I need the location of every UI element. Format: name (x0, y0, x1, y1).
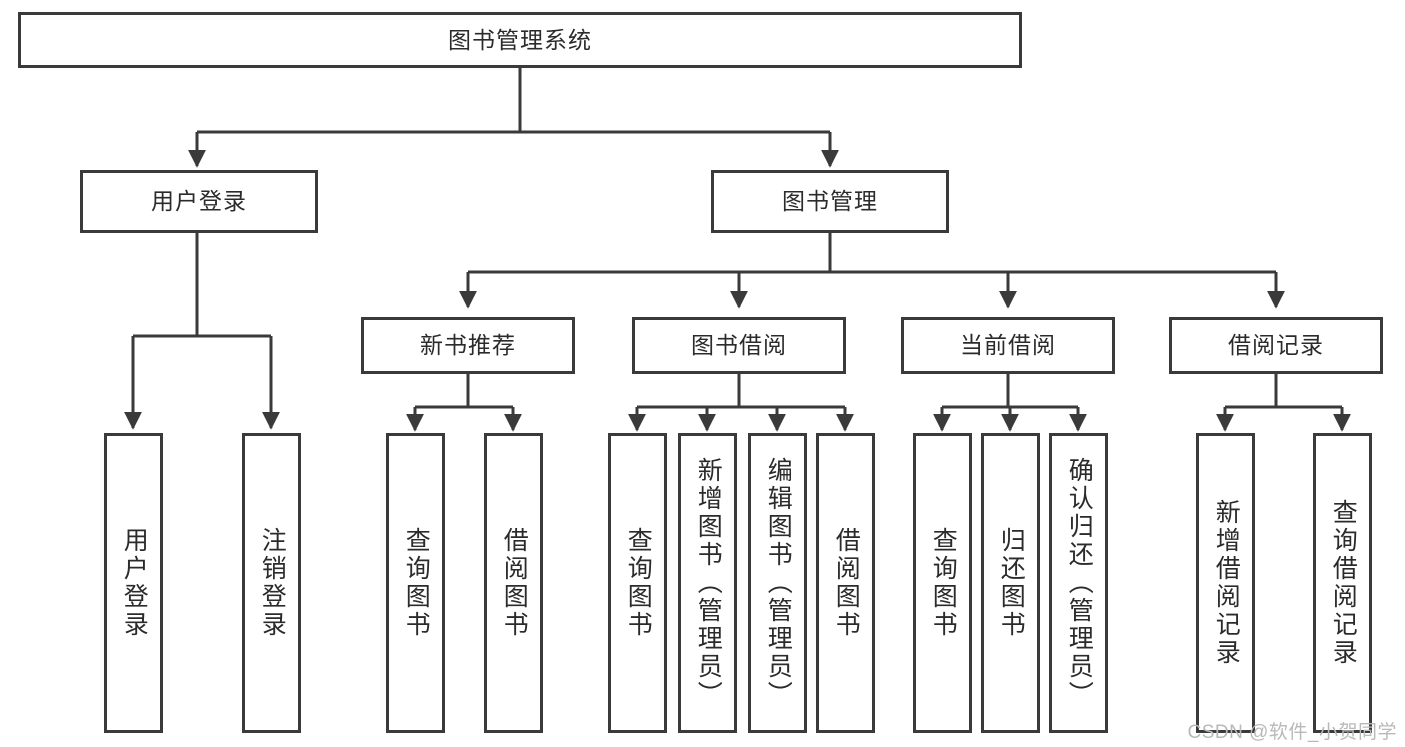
node-borrow-record[interactable]: 借阅记录 (1169, 317, 1383, 374)
node-new-book-recommend-label: 新书推荐 (420, 332, 516, 359)
node-book-borrow-label: 图书借阅 (691, 332, 787, 359)
node-leaf-query-book-2[interactable]: 查询图书 (608, 433, 667, 733)
node-leaf-add-borrow-record[interactable]: 新增借阅记录 (1196, 433, 1255, 733)
node-leaf-return-book-label: 归还图书 (997, 527, 1026, 639)
node-leaf-query-book-3[interactable]: 查询图书 (913, 433, 972, 733)
csdn-watermark: CSDN @软件_小贺同学 (1187, 722, 1397, 743)
node-root[interactable]: 图书管理系统 (18, 12, 1022, 68)
node-current-borrow[interactable]: 当前借阅 (901, 317, 1115, 374)
node-leaf-query-book-1-label: 查询图书 (402, 527, 431, 639)
node-borrow-record-label: 借阅记录 (1228, 332, 1324, 359)
node-leaf-query-borrow-record[interactable]: 查询借阅记录 (1313, 433, 1372, 733)
node-leaf-borrow-book-2-label: 借阅图书 (832, 527, 861, 639)
node-leaf-query-book-2-label: 查询图书 (624, 527, 653, 639)
node-book-borrow[interactable]: 图书借阅 (632, 317, 846, 374)
node-leaf-query-borrow-record-label: 查询借阅记录 (1329, 499, 1358, 667)
node-leaf-logout-label: 注销登录 (258, 527, 287, 639)
node-leaf-query-book-3-label: 查询图书 (929, 527, 958, 639)
node-leaf-add-book-admin-label: 新增图书（管理员） (694, 457, 723, 709)
node-leaf-edit-book-admin-label: 编辑图书（管理员） (764, 457, 793, 709)
node-book-management-label: 图书管理 (782, 188, 878, 215)
node-user-login-label: 用户登录 (151, 188, 247, 215)
node-leaf-user-login[interactable]: 用户登录 (104, 433, 163, 733)
node-leaf-add-borrow-record-label: 新增借阅记录 (1212, 499, 1241, 667)
node-leaf-logout[interactable]: 注销登录 (242, 433, 301, 733)
node-leaf-borrow-book-1-label: 借阅图书 (500, 527, 529, 639)
node-new-book-recommend[interactable]: 新书推荐 (361, 317, 575, 374)
node-leaf-borrow-book-1[interactable]: 借阅图书 (484, 433, 543, 733)
node-leaf-edit-book-admin[interactable]: 编辑图书（管理员） (748, 433, 807, 733)
node-book-management[interactable]: 图书管理 (711, 170, 949, 233)
node-leaf-borrow-book-2[interactable]: 借阅图书 (816, 433, 875, 733)
node-leaf-confirm-return-admin-label: 确认归还（管理员） (1065, 457, 1094, 709)
node-root-label: 图书管理系统 (448, 26, 592, 53)
node-user-login[interactable]: 用户登录 (80, 170, 318, 233)
node-leaf-user-login-label: 用户登录 (120, 527, 149, 639)
node-leaf-query-book-1[interactable]: 查询图书 (386, 433, 445, 733)
node-leaf-add-book-admin[interactable]: 新增图书（管理员） (678, 433, 737, 733)
node-current-borrow-label: 当前借阅 (960, 332, 1056, 359)
node-leaf-return-book[interactable]: 归还图书 (981, 433, 1040, 733)
node-leaf-confirm-return-admin[interactable]: 确认归还（管理员） (1049, 433, 1108, 733)
